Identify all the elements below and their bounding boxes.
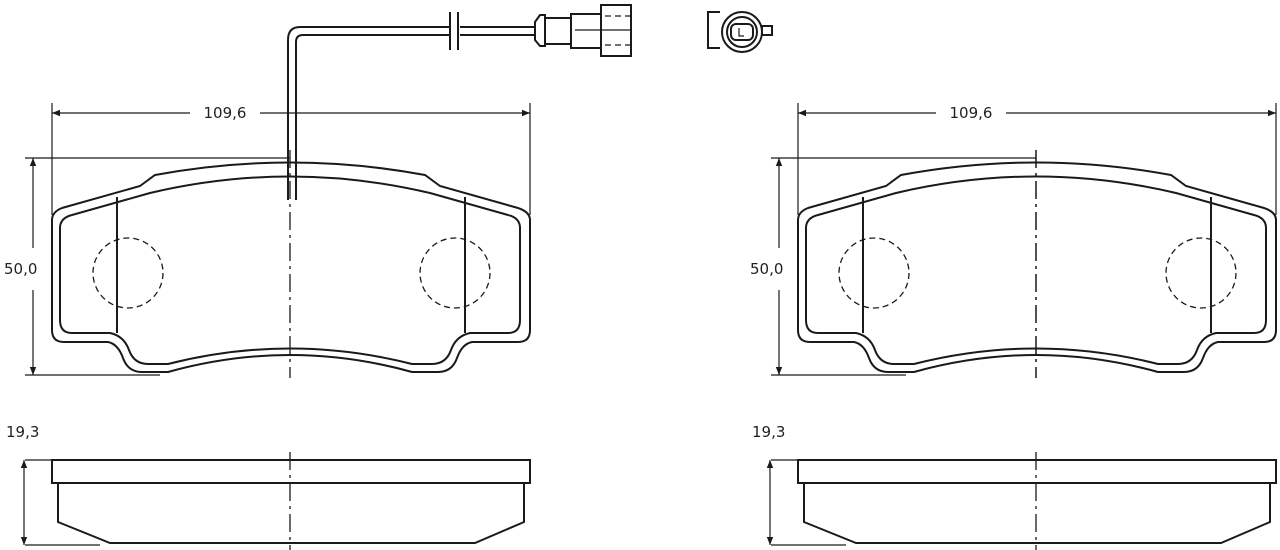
width-dimension: 109,6	[950, 104, 993, 122]
sensor-connector-end-view	[707, 11, 773, 53]
thickness-dimension: 19,3	[752, 423, 785, 441]
width-dimension: 109,6	[204, 104, 247, 122]
pad-drawing-left: 109,6 50,0 19,3	[4, 4, 773, 550]
pad-drawing-right: 109,6 50,0 19,3	[750, 103, 1276, 550]
height-dimension: 50,0	[750, 260, 783, 278]
height-dimension: 50,0	[4, 260, 37, 278]
thickness-dimension: 19,3	[6, 423, 39, 441]
wear-sensor-wire	[287, 4, 632, 200]
